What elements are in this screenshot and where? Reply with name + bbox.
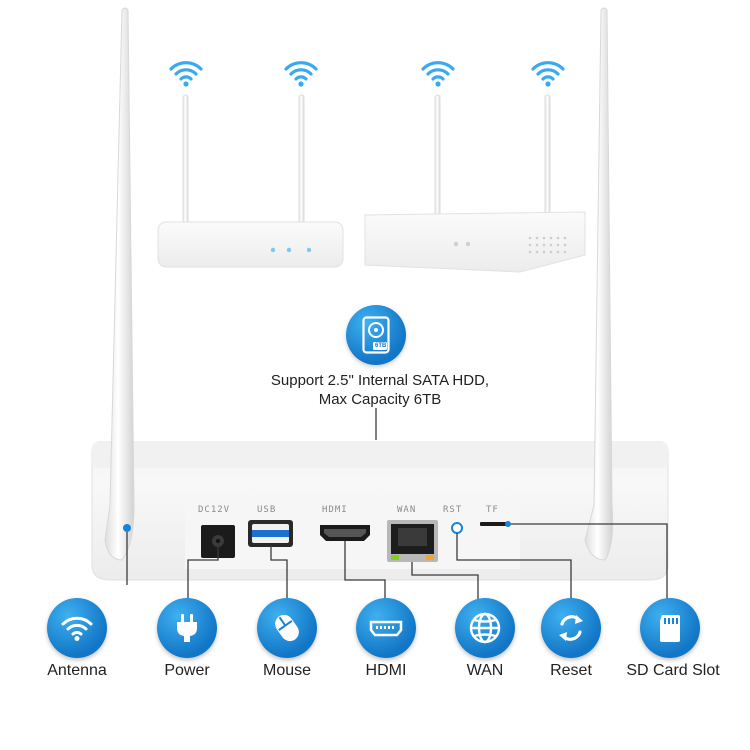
antenna-feature bbox=[47, 598, 107, 658]
wifi-icon bbox=[61, 616, 93, 641]
feature-label-wan: WAN bbox=[466, 662, 504, 679]
reset-feature bbox=[541, 598, 601, 658]
hdmi-feature bbox=[356, 598, 416, 658]
tf-slot bbox=[480, 522, 508, 526]
hdmi-icon bbox=[369, 620, 403, 637]
port-label-wan: WAN bbox=[397, 505, 417, 515]
wifi-signal-icon bbox=[284, 61, 318, 87]
port-label-tf: TF bbox=[486, 505, 499, 515]
storage-caption-line1: Support 2.5" Internal SATA HDD, bbox=[270, 372, 490, 389]
sd-card-feature bbox=[640, 598, 700, 658]
router-illustrations bbox=[157, 94, 586, 273]
feature-label-mouse: Mouse bbox=[262, 662, 312, 679]
hdd-badge: 6TB bbox=[346, 305, 406, 365]
feature-label-reset: Reset bbox=[550, 662, 592, 679]
feature-label-antenna: Antenna bbox=[47, 662, 107, 679]
globe-icon bbox=[469, 612, 501, 644]
feature-label-power: Power bbox=[164, 662, 210, 679]
left-antenna bbox=[104, 7, 135, 561]
port-label-dc: DC12V bbox=[198, 505, 231, 515]
router-1-body bbox=[157, 221, 344, 268]
wifi-signal-icon bbox=[169, 61, 203, 87]
main-router bbox=[91, 7, 669, 600]
feature-label-sd-card-slot: SD Card Slot bbox=[626, 662, 720, 679]
refresh-icon bbox=[559, 615, 583, 641]
port-label-hdmi: HDMI bbox=[322, 505, 348, 515]
port-label-usb: USB bbox=[257, 505, 277, 515]
storage-caption-line2: Max Capacity 6TB bbox=[318, 391, 442, 408]
plug-icon bbox=[177, 614, 197, 642]
wifi-signal-icon bbox=[421, 61, 455, 87]
power-feature bbox=[157, 598, 217, 658]
wifi-signal-icon bbox=[531, 61, 565, 87]
sd-card-icon bbox=[660, 615, 680, 642]
reset-button bbox=[451, 522, 463, 534]
right-antenna bbox=[584, 7, 614, 561]
mouse-icon bbox=[275, 614, 299, 642]
router-2-body bbox=[364, 211, 586, 273]
wan-feature bbox=[455, 598, 515, 658]
port-label-rst: RST bbox=[443, 505, 463, 515]
feature-label-hdmi: HDMI bbox=[365, 662, 407, 679]
hdd-capacity-label: 6TB bbox=[375, 343, 387, 349]
hdd-icon bbox=[362, 316, 390, 354]
mouse-feature bbox=[257, 598, 317, 658]
